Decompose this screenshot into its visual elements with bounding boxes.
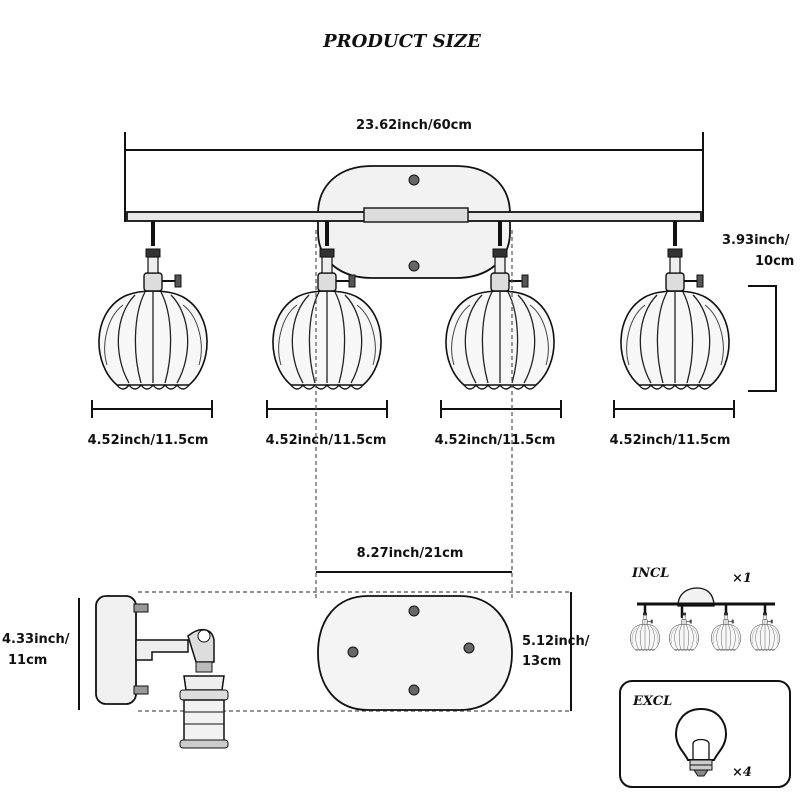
- excluded-label: EXCL: [632, 694, 672, 709]
- shade-height-label-line1: 3.93inch/: [722, 233, 790, 248]
- backplate-front-view: [317, 595, 513, 711]
- shade-width-dimensions: 4.52inch/11.5cm 4.52inch/11.5cm 4.52inch…: [88, 400, 735, 448]
- base-width-label: 8.27inch/21cm: [357, 546, 464, 561]
- base-height-dimension: 5.12inch/ 13cm: [522, 592, 590, 711]
- side-view: [95, 595, 229, 749]
- included-fixture: INCL ×1: [630, 566, 780, 651]
- shade-1: [97, 248, 209, 390]
- shade-height-dimension: 3.93inch/ 10cm: [722, 233, 794, 392]
- shade-4: [619, 248, 731, 390]
- diagram-title: PRODUCT SIZE: [322, 31, 481, 52]
- base-height-label-line1: 5.12inch/: [522, 634, 590, 649]
- included-quantity: ×1: [732, 571, 752, 586]
- total-width-dimension: 23.62inch/60cm: [124, 118, 704, 222]
- light-bulb-icon: [674, 707, 728, 777]
- shade-width-label-1: 4.52inch/11.5cm: [88, 433, 209, 448]
- base-height-label-line2: 13cm: [522, 654, 561, 669]
- excluded-quantity: ×4: [732, 765, 752, 780]
- total-width-label: 23.62inch/60cm: [356, 118, 472, 133]
- shade-width-label-2: 4.52inch/11.5cm: [266, 433, 387, 448]
- shade-height-label-line2: 10cm: [755, 254, 794, 269]
- side-depth-dimension: 4.33inch/ 11cm: [2, 598, 80, 710]
- excluded-bulbs-box: EXCL ×4: [619, 680, 791, 788]
- side-depth-label-line1: 4.33inch/: [2, 632, 70, 647]
- shade-width-label-3: 4.52inch/11.5cm: [435, 433, 556, 448]
- included-label: INCL: [631, 566, 669, 581]
- base-width-dimension: 8.27inch/21cm: [316, 546, 512, 573]
- shade-width-label-4: 4.52inch/11.5cm: [610, 433, 731, 448]
- side-depth-label-line2: 11cm: [8, 653, 47, 668]
- fixture-top-view: [126, 165, 702, 279]
